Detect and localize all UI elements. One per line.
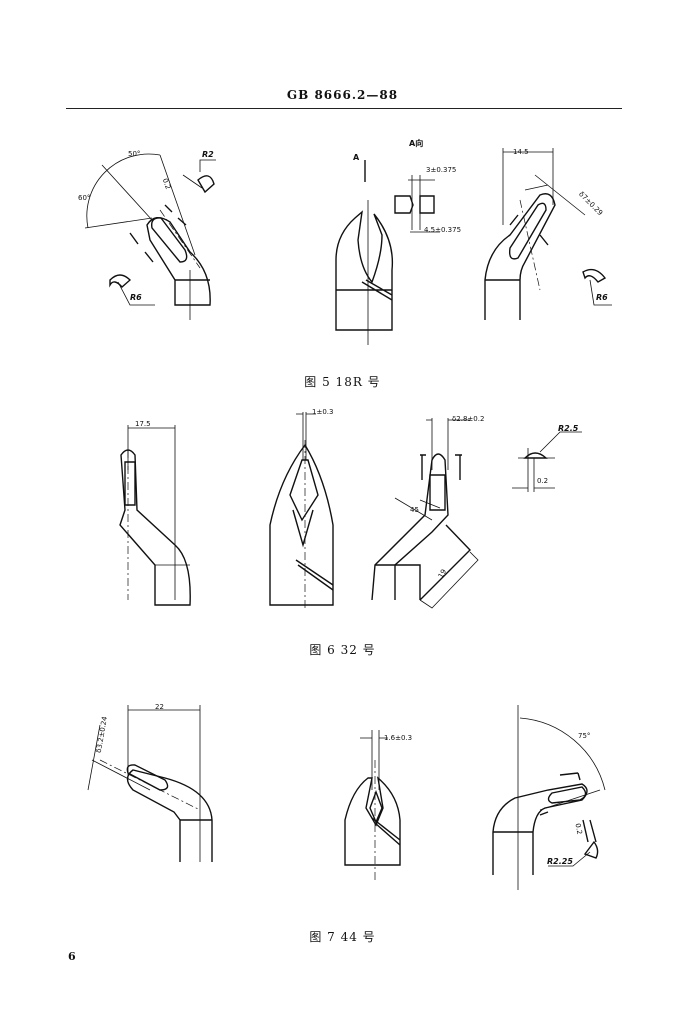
fig5-left-part xyxy=(84,153,216,320)
fig5-right-part xyxy=(484,148,612,320)
fig5-radius-right: R6 xyxy=(596,293,608,302)
fig5-thickness: 0.2 xyxy=(161,177,172,190)
fig5-angle-b: 60° xyxy=(78,194,90,202)
fig6-thickness: 0.2 xyxy=(537,477,548,485)
fig6-dim-gap: 1±0.3 xyxy=(312,408,333,416)
fig6-left-part xyxy=(119,425,191,606)
fig6-radius: R2.5 xyxy=(558,424,579,433)
fig6-detail xyxy=(512,431,582,492)
fig7-dim-gap: 1.6±0.3 xyxy=(384,734,412,742)
page-number: 6 xyxy=(68,950,76,963)
figure-6-caption: 图 6 32 号 xyxy=(309,643,376,657)
fig7-dim-diameter: δ3.2±0.24 xyxy=(95,715,109,753)
figure-7-caption: 图 7 44 号 xyxy=(309,930,376,944)
fig7-middle-part xyxy=(344,730,401,880)
fig5-radius-bottom: R6 xyxy=(130,293,142,302)
figure-5-caption: 图 5 18R 号 xyxy=(304,375,381,389)
fig6-dim-diameter: δ2.8±0.2 xyxy=(452,415,484,423)
fig5-dim-length: 14.5 xyxy=(513,148,529,156)
fig6-angle: 45 xyxy=(410,506,419,514)
fig7-thickness: 0.2 xyxy=(574,823,584,835)
fig5-radius-top: R2 xyxy=(202,150,214,159)
fig6-right-part xyxy=(371,418,479,609)
fig5-arrow-label: A xyxy=(353,153,360,162)
fig6-middle-part xyxy=(269,412,334,610)
fig6-dim-length: 17.5 xyxy=(135,420,151,428)
fig7-right-part xyxy=(492,705,606,890)
fig7-radius: R2.25 xyxy=(547,857,573,866)
fig5-dim-gap: 3±0.375 xyxy=(426,166,456,174)
fig6-dim-19: 19 xyxy=(437,568,448,580)
document-header: GB 8666.2—88 xyxy=(286,88,399,102)
fig5-middle-part xyxy=(335,160,440,345)
fig5-view-label: A向 xyxy=(409,138,423,148)
fig7-dim-length: 22 xyxy=(155,703,164,711)
fig7-angle: 75° xyxy=(578,732,590,740)
fig5-angle-a: 50° xyxy=(128,150,140,158)
header-rule xyxy=(66,108,622,109)
fig5-dim-width: 4.5±0.375 xyxy=(424,226,461,234)
fig7-left-part xyxy=(87,705,213,862)
